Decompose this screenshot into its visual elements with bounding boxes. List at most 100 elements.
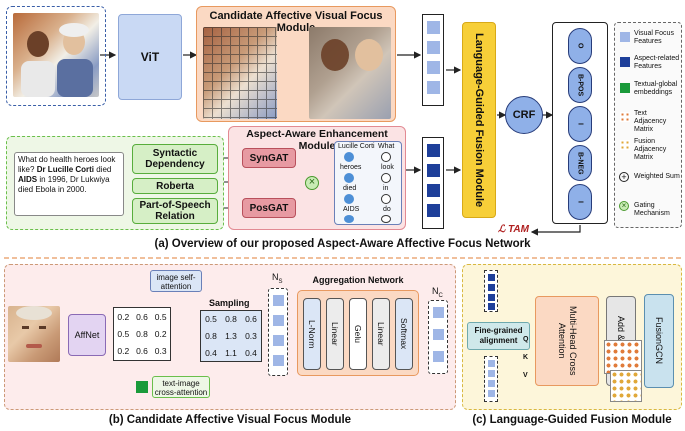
visual-features-column — [422, 14, 444, 106]
fusion-matrix-icon — [610, 370, 642, 402]
crf-label: CRF — [512, 109, 536, 121]
aspect-module-title: Aspect-Aware Enhancement Module — [246, 128, 388, 152]
weighted-sum-icon: + — [619, 172, 629, 182]
language-fusion-title: Language-Guided Fusion Module — [473, 32, 485, 208]
vit-label: ViT — [140, 50, 160, 64]
posgat-box: PosGAT — [242, 198, 296, 218]
syngat-box: SynGAT — [242, 148, 296, 168]
matrix-cell: 0.2 — [117, 311, 130, 322]
grid-image — [203, 27, 277, 119]
green-square-icon — [620, 83, 630, 93]
input-image-frame — [6, 6, 106, 106]
matrix-cell: 0.4 — [245, 347, 257, 358]
matrix-cell: 0.3 — [245, 330, 257, 341]
tam-loss-label: ℒ TAM — [498, 224, 529, 235]
aspect-features-column — [484, 270, 498, 312]
graph-node-label: look — [381, 164, 394, 171]
legend-panel — [614, 22, 682, 228]
gating-icon: × — [619, 201, 629, 211]
agg-layer: Linear — [372, 298, 390, 370]
graph-node — [344, 173, 354, 183]
graph-node-label: heroes — [340, 164, 362, 171]
affnet-block: AffNet — [68, 314, 106, 356]
text-sample-content: What do health heroes look like? Dr Luci… — [18, 155, 116, 194]
matrix-cell: 0.5 — [205, 314, 217, 325]
ns-label: NS — [272, 272, 283, 285]
image-self-attention-box: image self-attention — [150, 270, 202, 292]
matrix-cell: 0.8 — [136, 328, 148, 339]
fusion-gcn-box: FusionGCN — [644, 294, 674, 388]
tag-capsule: B-NEG — [568, 145, 592, 181]
legend-label: Text Adjacency Matrix — [634, 110, 667, 133]
graph-node-label: What — [378, 143, 395, 150]
legend-label: Fusion Adjacency Matrix — [634, 138, 667, 161]
text-matrix-icon — [620, 112, 630, 122]
graph-node-label: AIDS — [343, 206, 360, 213]
graph-node — [381, 173, 391, 183]
caption-c: (c) Language-Guided Fusion Module — [472, 414, 672, 426]
matrix-cell: 1.1 — [225, 347, 237, 358]
matrix-cell: 0.8 — [205, 330, 217, 341]
crf-node: CRF — [505, 96, 543, 134]
aggregation-title: Aggregation Network — [312, 275, 404, 285]
agg-layer: Softmax — [395, 298, 413, 370]
multi-head-cross-attention-box: Multi-Head Cross Attention — [535, 296, 599, 386]
candidate-module-panel: Candidate Affective Visual Focus Module — [196, 6, 396, 122]
roberta-box: Roberta — [132, 178, 218, 194]
graph-node — [381, 152, 391, 162]
syntactic-dependency-box: Syntactic Dependency — [132, 144, 218, 174]
graph-node-label: died — [343, 185, 357, 192]
candidate-module-title: Candidate Affective Visual Focus Module — [209, 10, 383, 34]
legend-label: Textual-global embeddings — [634, 81, 678, 96]
tag-capsule: I — [568, 106, 592, 142]
matrix-cell: 0.2 — [117, 346, 130, 357]
agg-layer: Gelu — [349, 298, 367, 370]
graph-node-label: in — [383, 185, 389, 192]
legend-label: Weighted Sum — [634, 173, 680, 180]
graph-node — [381, 215, 391, 223]
input-image — [13, 13, 99, 97]
legend-label: Gating Mechanism — [634, 202, 670, 217]
caption-b: (b) Candidate Affective Visual Focus Mod… — [108, 414, 352, 426]
tag-capsule: I — [568, 184, 592, 220]
aspect-features-column — [422, 137, 444, 229]
matrix-cell: 0.5 — [154, 311, 167, 322]
fusion-matrix-icon — [620, 140, 630, 150]
text-matrix-icon — [604, 340, 642, 374]
matrix-cell: 0.6 — [245, 314, 257, 325]
graph-node — [344, 152, 354, 162]
graph-node-label: do — [383, 206, 391, 213]
graph-node-label: Lucille Corti — [338, 143, 375, 150]
matrix-cell: 0.8 — [225, 314, 237, 325]
agg-layer: L-Norm — [303, 298, 321, 370]
matrix-cell: 0.6 — [136, 311, 148, 322]
graph-node — [344, 194, 354, 204]
fine-grained-alignment-box: Fine-grained alignment — [467, 322, 530, 350]
text-image-cross-attention-box: text-image cross-attention — [152, 376, 210, 398]
visual-features-column — [484, 356, 498, 402]
agg-layer: Linear — [326, 298, 344, 370]
focus-image — [309, 27, 391, 119]
matrix-cell: 0.3 — [154, 346, 167, 357]
nc-features-column — [428, 300, 448, 374]
light-blue-square-icon — [620, 32, 630, 42]
sampling-label: Sampling — [209, 298, 250, 308]
text-sample: What do health heroes look like? Dr Luci… — [14, 152, 124, 216]
matrix-cell: 0.2 — [154, 328, 167, 339]
matrix-cell: 0.6 — [136, 346, 148, 357]
matrix-cell: 0.5 — [117, 328, 130, 339]
language-fusion-block: Language-Guided Fusion Module — [462, 22, 496, 218]
score-matrix: 0.2 0.6 0.5 0.5 0.8 0.2 0.2 0.6 0.3 — [113, 307, 171, 361]
graph-node — [344, 215, 354, 223]
dark-blue-square-icon — [620, 57, 630, 67]
q-label: Q — [523, 336, 529, 343]
v-label: V — [523, 372, 528, 379]
k-label: K — [523, 354, 529, 361]
green-square-icon — [136, 381, 148, 393]
legend-label: Aspect-related Features — [634, 55, 680, 70]
legend-label: Visual Focus Features — [634, 30, 674, 45]
gating-icon: × — [305, 176, 319, 190]
matrix-cell: 0.4 — [205, 347, 217, 358]
nc-label: NC — [432, 286, 443, 299]
